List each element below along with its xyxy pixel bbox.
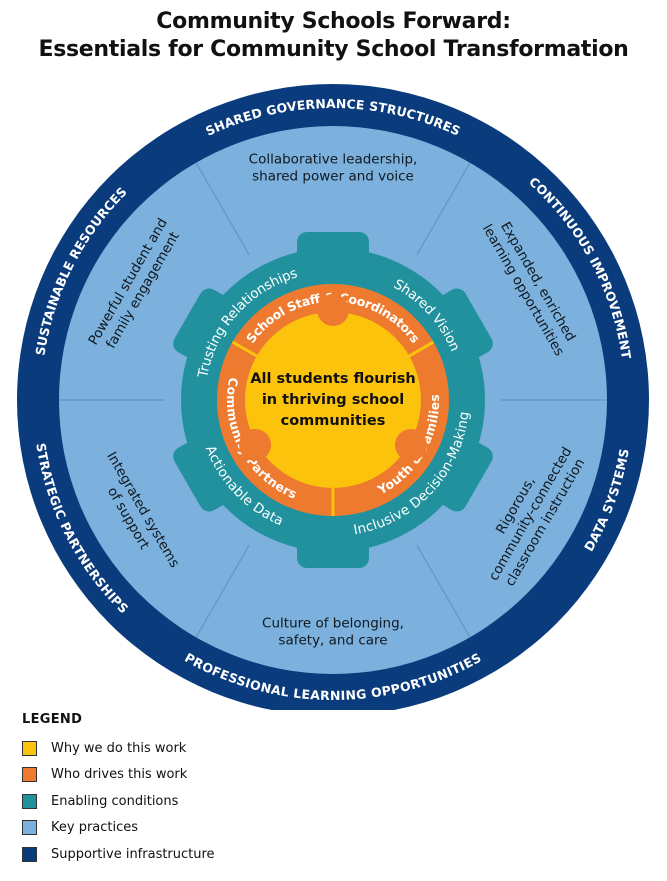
why-we-do-this-work-center: All students flourish in thriving school c… — [239, 294, 427, 488]
center-disc — [245, 312, 421, 488]
gear-tooth — [173, 438, 234, 512]
legend-swatch-teal — [22, 793, 37, 809]
legend-label: Supportive infrastructure — [51, 846, 215, 862]
legend-heading: LEGEND — [22, 712, 83, 727]
segment-divider — [408, 340, 435, 358]
center-text-line: communities — [281, 413, 386, 429]
legend-item-practices: Key practices — [22, 815, 422, 842]
title-line-1: Community Schools Forward: — [156, 9, 511, 34]
page-title: Community Schools Forward: Essentials fo… — [0, 8, 667, 64]
legend-swatch-yellow — [22, 740, 37, 756]
legend-label: Key practices — [51, 820, 139, 836]
legend-swatch-orange — [22, 767, 37, 783]
legend-label: Who drives this work — [51, 767, 188, 783]
puzzle-knob — [239, 429, 272, 461]
center-text-line: All students flourish — [250, 371, 415, 387]
legend-item-who: Who drives this work — [22, 762, 422, 789]
puzzle-seam — [416, 545, 471, 638]
key-practice: Collaborative leadership,shared power an… — [249, 152, 418, 185]
segment-divider — [231, 340, 258, 358]
puzzle-seam — [195, 162, 250, 255]
gear-tooth — [432, 288, 493, 362]
gear-tooth — [297, 532, 369, 568]
key-practice-line: safety, and care — [278, 633, 387, 649]
legend-label: Enabling conditions — [51, 793, 179, 809]
legend-item-why: Why we do this work — [22, 735, 422, 762]
puzzle-seam — [416, 162, 471, 255]
legend-item-enabling: Enabling conditions — [22, 788, 422, 815]
key-practice: Culture of belonging,safety, and care — [262, 616, 404, 649]
key-practice-line: Collaborative leadership, — [249, 152, 418, 168]
legend-item-infrastructure: Supportive infrastructure — [22, 841, 422, 868]
gear-tooth — [432, 438, 493, 512]
title-line-2: Essentials for Community School Transfor… — [38, 37, 629, 62]
legend-swatch-light-blue — [22, 820, 37, 836]
key-practice-line: Culture of belonging, — [262, 616, 404, 632]
legend: LEGEND Why we do this work Who drives th… — [22, 712, 422, 868]
center-text-line: in thriving school — [262, 392, 404, 408]
legend-label: Why we do this work — [51, 740, 187, 756]
gear-tooth — [297, 232, 369, 268]
puzzle-seam — [195, 545, 250, 638]
legend-swatch-navy — [22, 846, 37, 862]
gear-tooth — [173, 288, 234, 362]
key-practice-line: shared power and voice — [252, 169, 414, 185]
puzzle-knob — [317, 294, 349, 326]
puzzle-knob — [394, 429, 427, 461]
